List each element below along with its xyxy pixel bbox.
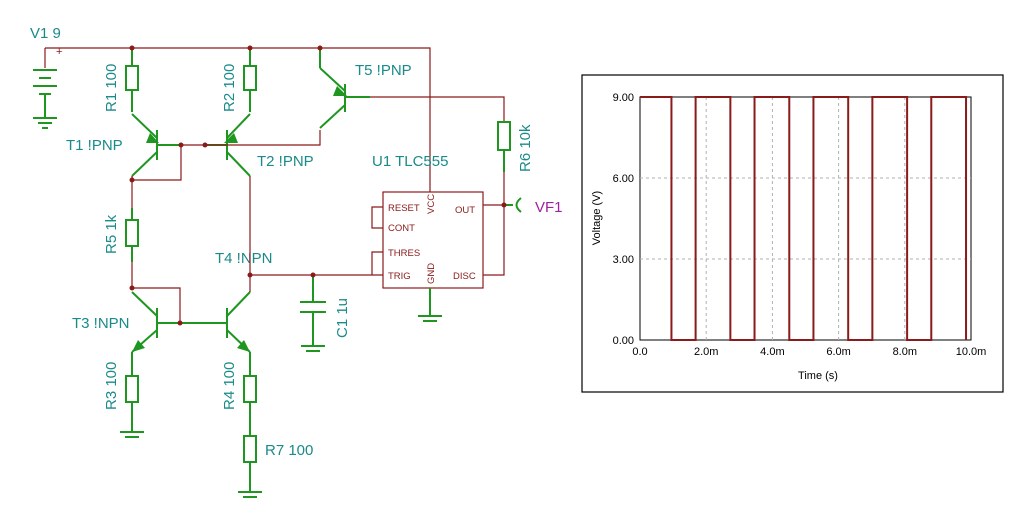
- wire-t1-base-collector: [132, 145, 182, 181]
- label-v1: V1 9: [30, 25, 61, 42]
- label-r6: R6 10k: [517, 124, 534, 172]
- x-tick-label: 6.0m: [826, 346, 850, 358]
- pin-vcc: VCC: [426, 194, 437, 214]
- y-axis-label: Voltage (V): [591, 191, 603, 245]
- plot-area: [639, 96, 972, 341]
- pin-reset: RESET: [388, 203, 420, 214]
- pin-out: OUT: [455, 205, 475, 216]
- series-group: [640, 96, 968, 341]
- wire-reset: [371, 206, 383, 229]
- capacitor-c1: [300, 275, 326, 352]
- wire-disc: [483, 205, 505, 276]
- resistor-r5: [125, 219, 139, 247]
- label-t4: T4 !NPN: [215, 250, 273, 267]
- label-c1: C1 1u: [334, 298, 351, 338]
- transistor-t4: [180, 291, 251, 353]
- transistor-t3: [131, 291, 180, 353]
- pin-trig: TRIG: [388, 271, 411, 282]
- junction-dots: [129, 45, 507, 326]
- y-tick-labels: 0.00 3.00 6.00 9.00: [613, 92, 634, 347]
- transistor-t1: [131, 113, 181, 177]
- y-tick-label: 6.00: [613, 173, 634, 185]
- schematic: + V1 9 R1 100 R2 100 T1 !PNP T2 !PNP: [30, 25, 563, 498]
- y-tick-label: 3.00: [613, 254, 634, 266]
- label-t5: T5 !PNP: [355, 62, 412, 79]
- resistor-r2: [243, 65, 257, 91]
- resistor-r3: [125, 375, 139, 403]
- wire-thres-trig: [371, 251, 383, 275]
- chart: 0.0 2.0m 4.0m 6.0m 8.0m 10.0m 0.00 3.00 6.00 9.0…: [581, 74, 1004, 393]
- resistor-r1: [125, 65, 139, 91]
- battery-v1: [33, 69, 57, 129]
- label-t2: T2 !PNP: [257, 153, 314, 170]
- label-t3: T3 !NPN: [72, 315, 130, 332]
- label-r7: R7 100: [265, 442, 313, 459]
- x-axis-label: Time (s): [798, 370, 838, 382]
- transistor-t5: [319, 48, 370, 129]
- label-r2: R2 100: [221, 64, 238, 112]
- label-r5: R5 1k: [103, 214, 120, 254]
- resistor-r6: [497, 121, 511, 151]
- label-t1: T1 !PNP: [66, 137, 123, 154]
- label-r4: R4 100: [221, 362, 238, 410]
- resistor-r7: [243, 435, 257, 463]
- label-vf1: VF1: [535, 199, 563, 216]
- series-line: [640, 96, 968, 341]
- x-tick-label: 10.0m: [956, 346, 987, 358]
- v1-plus-sign: +: [56, 46, 62, 58]
- x-tick-label: 4.0m: [760, 346, 784, 358]
- wire-r5-t3: [131, 262, 181, 323]
- pin-thres: THRES: [388, 248, 420, 259]
- wire-r6-out: [483, 172, 505, 206]
- x-tick-label: 0.0: [632, 346, 647, 358]
- label-u1: U1 TLC555: [372, 153, 448, 170]
- wire-t5-base-r6: [370, 96, 505, 122]
- pin-cont: CONT: [388, 223, 415, 234]
- label-r1: R1 100: [103, 64, 120, 112]
- pin-disc: DISC: [453, 271, 476, 282]
- probe-vf1: [515, 197, 522, 213]
- wire-top-rail: [45, 47, 431, 196]
- pin-gnd: GND: [426, 263, 437, 284]
- label-r3: R3 100: [103, 362, 120, 410]
- y-tick-label: 0.00: [613, 335, 634, 347]
- resistor-r4: [243, 375, 257, 403]
- wire-base-t1-t2: [181, 130, 321, 146]
- x-tick-label: 8.0m: [893, 346, 917, 358]
- x-tick-labels: 0.0 2.0m 4.0m 6.0m 8.0m 10.0m: [632, 346, 986, 358]
- ic-u1: RESET CONT THRES TRIG OUT DISC VCC GND: [382, 191, 484, 289]
- y-tick-label: 9.00: [613, 92, 634, 104]
- x-tick-label: 2.0m: [694, 346, 718, 358]
